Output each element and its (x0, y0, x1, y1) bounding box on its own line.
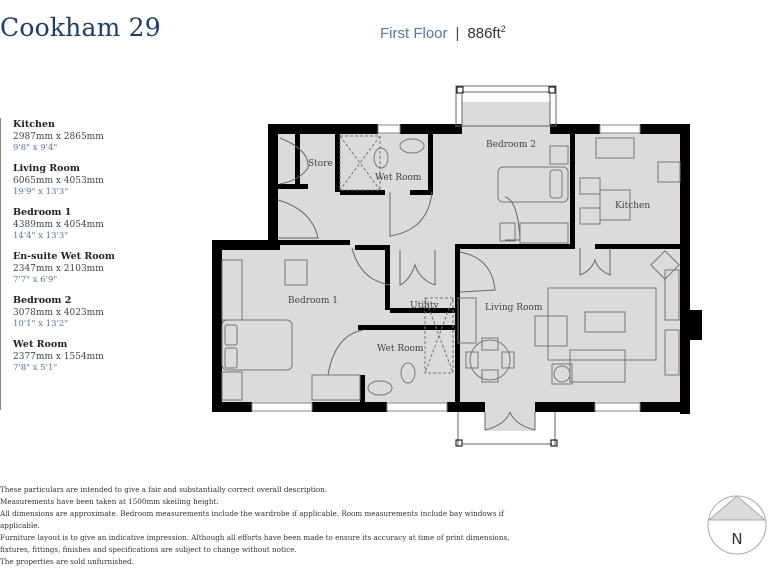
room-name: En-suite Wet Room (13, 251, 115, 262)
room-name: Bedroom 2 (13, 295, 72, 306)
label-utility: Utility (410, 301, 439, 311)
floor-info: First Floor | 886ft2 (380, 24, 506, 42)
room-imperial: 14'4" x 13'3" (13, 231, 69, 241)
note: These particulars are intended to give a… (0, 485, 328, 494)
floor-plan: Store Wet Room Bedroom 2 Kitchen Bedroom… (212, 85, 702, 447)
room-name: Kitchen (13, 119, 55, 130)
note: Furniture layout is to give an indicativ… (0, 533, 510, 554)
label-bedroom-2: Bedroom 2 (486, 140, 536, 150)
room-name: Wet Room (13, 339, 68, 350)
label-wet-room: Wet Room (375, 173, 422, 183)
furniture (221, 135, 681, 401)
floor-areas (215, 102, 685, 431)
note: All dimensions are approximate. Bedroom … (0, 509, 504, 530)
label-store: Store (308, 159, 333, 169)
room-imperial: 7'8" x 5'1" (13, 363, 58, 373)
room-imperial: 19'9" x 13'3" (13, 187, 69, 197)
room-imperial: 7'7" x 6'9" (13, 275, 58, 285)
room-metric: 2987mm x 2865mm (13, 132, 104, 142)
room-entry-bedroom-2: Bedroom 2 3078mm x 4023mm 10'1" x 13'2" (13, 294, 120, 330)
room-name: Bedroom 1 (13, 207, 72, 218)
room-metric: 3078mm x 4023mm (13, 308, 104, 318)
room-name: Living Room (13, 163, 80, 174)
room-entry-bedroom-1: Bedroom 1 4389mm x 4054mm 14'4" x 13'3" (13, 206, 120, 242)
room-metric: 4389mm x 4054mm (13, 220, 104, 230)
label-living-room: Living Room (485, 303, 543, 313)
room-metric: 6065mm x 4053mm (13, 176, 104, 186)
note: The properties are sold unfurnished. (0, 557, 134, 566)
room-entry-kitchen: Kitchen 2987mm x 2865mm 9'8" x 9'4" (13, 118, 120, 154)
page-title: Cookham 29 (0, 13, 161, 42)
separator: | (455, 25, 460, 42)
label-ensuite-wet-room: Wet Room (377, 344, 424, 354)
room-imperial: 10'1" x 13'2" (13, 319, 69, 329)
walls (212, 124, 702, 414)
room-entry-ensuite: En-suite Wet Room 2347mm x 2103mm 7'7" x… (13, 250, 120, 286)
balcony-bottom (455, 411, 558, 447)
floor-label: First Floor (380, 25, 448, 42)
note: Measurements have been taken at 1500mm s… (0, 497, 219, 506)
room-dimensions-list: Kitchen 2987mm x 2865mm 9'8" x 9'4" Livi… (0, 118, 120, 410)
room-metric: 2347mm x 2103mm (13, 264, 104, 274)
area-value: 886ft (467, 25, 501, 42)
room-entry-wet-room: Wet Room 2377mm x 1554mm 7'8" x 5'1" (13, 338, 120, 374)
room-metric: 2377mm x 1554mm (13, 352, 104, 362)
label-kitchen: Kitchen (615, 201, 650, 211)
label-bedroom-1: Bedroom 1 (288, 296, 338, 306)
north-compass-icon: N (707, 495, 767, 555)
disclaimer-notes: These particulars are intended to give a… (0, 484, 540, 568)
compass-label: N (731, 530, 742, 548)
windows (251, 124, 641, 412)
floor-area: 886ft2 (467, 24, 506, 42)
bay-window-top (455, 85, 557, 127)
room-imperial: 9'8" x 9'4" (13, 143, 58, 153)
area-unit-sup: 2 (500, 24, 506, 34)
room-entry-living-room: Living Room 6065mm x 4053mm 19'9" x 13'3… (13, 162, 120, 198)
room-labels: Store Wet Room Bedroom 2 Kitchen Bedroom… (288, 140, 650, 354)
